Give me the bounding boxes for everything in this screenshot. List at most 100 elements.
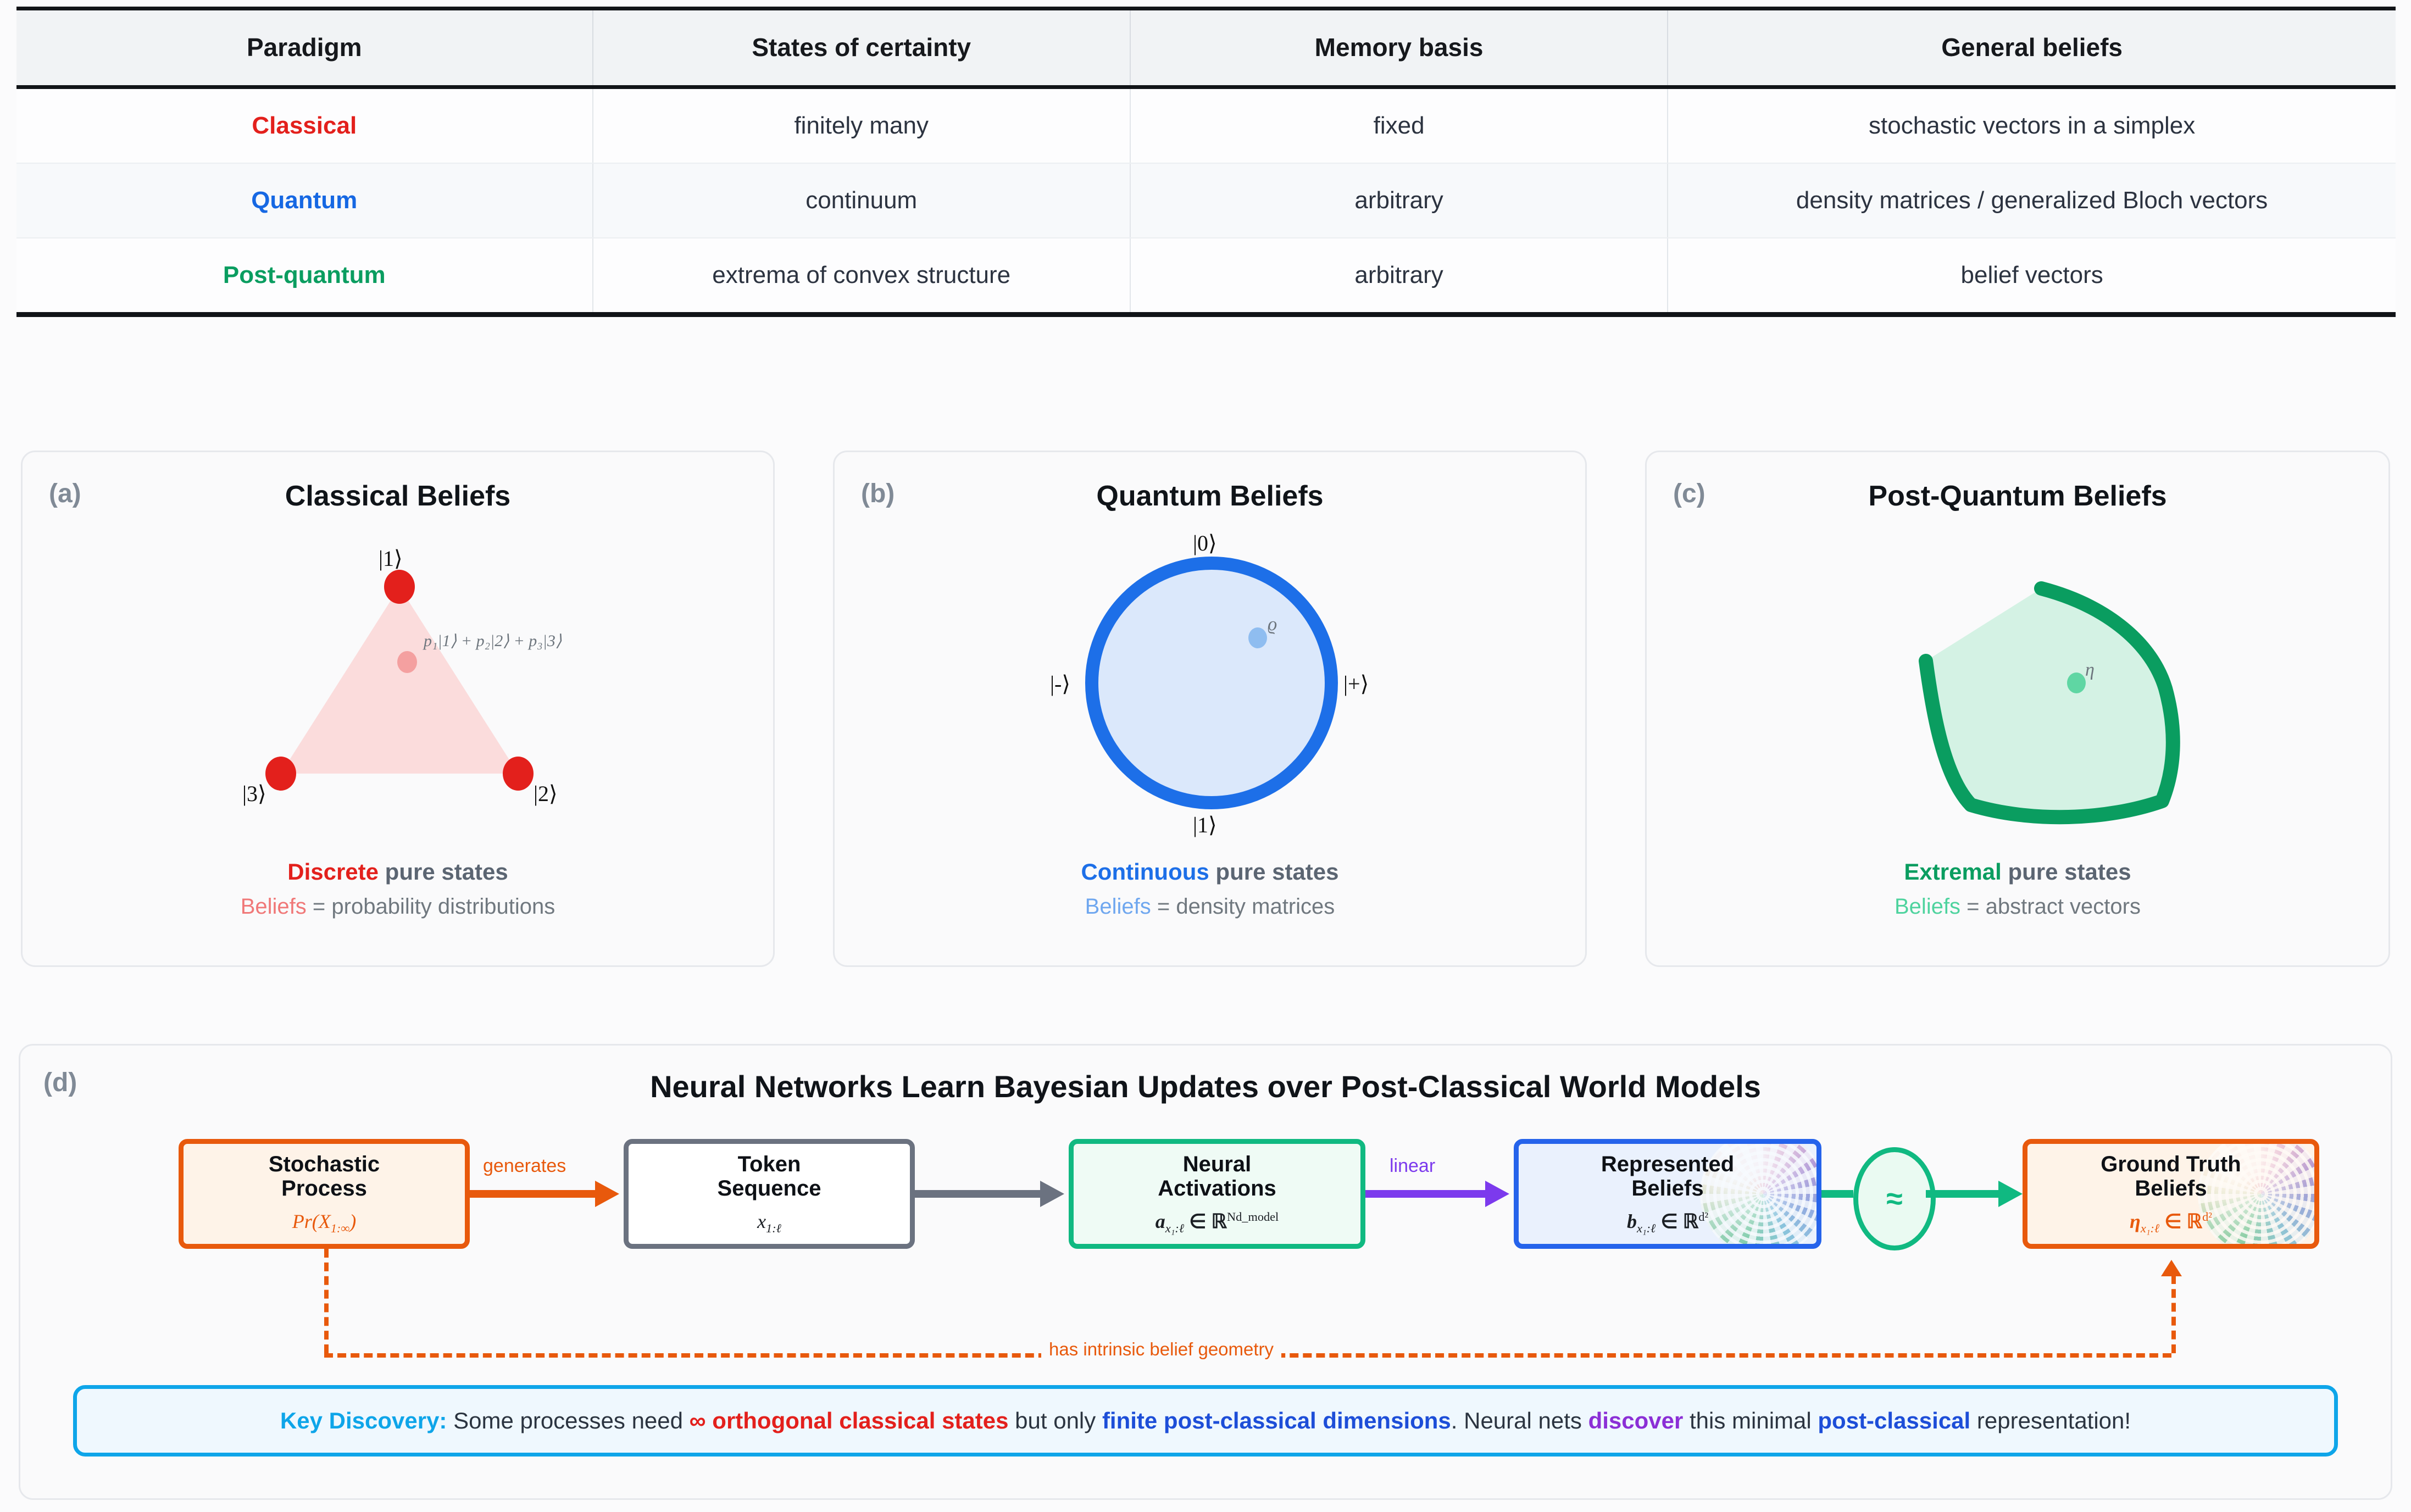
convex-body-svg [1919, 581, 2180, 825]
convex-body-figure: η [1647, 524, 2388, 853]
feedback-arrow-head [2161, 1260, 2182, 1276]
column-header-general-beliefs: General beliefs [1668, 8, 2396, 89]
paradigm-comparison-table: Paradigm States of certainty Memory basi… [16, 7, 2396, 317]
feedback-dash-left [324, 1249, 329, 1353]
bloch-disc-svg [1085, 557, 1338, 809]
cell-memory-post-quantum: arbitrary [1130, 238, 1669, 315]
node-stochastic-math: Pr(X1:∞) [292, 1210, 357, 1236]
panel-post-quantum-beliefs: (c) Post-Quantum Beliefs η Extremal pure… [1645, 451, 2390, 967]
vertex-dot-2 [503, 757, 534, 791]
panel-a-caption2-highlight: Beliefs [240, 894, 307, 919]
panel-a-caption-secondary: Beliefs = probability distributions [23, 894, 773, 919]
cell-beliefs-quantum: density matrices / generalized Bloch vec… [1668, 163, 2396, 238]
feedback-label: has intrinsic belief geometry [1041, 1339, 1282, 1360]
convex-body-outline [1919, 581, 2180, 825]
bloch-disc [1085, 557, 1338, 809]
convex-body-fill [1926, 588, 2173, 818]
key-seg-5: . Neural nets [1451, 1408, 1588, 1433]
panel-b-tag: (b) [861, 479, 895, 508]
ket-label-plus: |+⟩ [1343, 671, 1369, 696]
cell-memory-quantum: arbitrary [1130, 163, 1669, 238]
key-discovery-label: Key Discovery: [280, 1408, 447, 1433]
panel-quantum-beliefs: (b) Quantum Beliefs |0⟩ |1⟩ |-⟩ |+⟩ ϱ Co… [833, 451, 1587, 967]
panel-c-caption-secondary: Beliefs = abstract vectors [1647, 894, 2388, 919]
panel-a-caption-rest: pure states [379, 859, 508, 885]
cell-paradigm-post-quantum: Post-quantum [16, 238, 593, 315]
key-seg-3: but only [1008, 1408, 1102, 1433]
table-header-row: Paradigm States of certainty Memory basi… [16, 8, 2396, 89]
panel-a-tag: (a) [49, 479, 81, 508]
panel-b-caption-secondary: Beliefs = density matrices [835, 894, 1585, 919]
key-seg-finite-dims: finite post-classical dimensions [1102, 1408, 1451, 1433]
node-represented-math: bx₁:ℓ ∈ ℝd² [1626, 1210, 1709, 1236]
key-seg-post-classical: post-classical [1818, 1408, 1971, 1433]
key-seg-discover: discover [1588, 1408, 1684, 1433]
interior-belief-point [397, 651, 417, 673]
panel-a-caption-primary: Discrete pure states [23, 859, 773, 885]
table-row: Classical finitely many fixed stochastic… [16, 87, 2396, 164]
node-token-math: x1:ℓ [757, 1210, 781, 1236]
eta-state-point [2067, 672, 2086, 693]
node-ground-truth-math: ηx₁:ℓ ∈ ℝd² [2130, 1210, 2212, 1236]
key-discovery-box: Key Discovery: Some processes need ∞ ort… [73, 1385, 2338, 1457]
rho-point-label: ϱ [1268, 614, 1277, 635]
ket-label-1: |1⟩ [379, 546, 403, 571]
panel-b-caption2-rest: = density matrices [1151, 894, 1335, 919]
arrow-label-generates: generates [483, 1155, 566, 1176]
cell-paradigm-classical: Classical [16, 87, 593, 164]
panel-c-caption2-rest: = abstract vectors [1960, 894, 2141, 919]
simplex-svg [265, 570, 534, 791]
belief-geometry-panels: (a) Classical Beliefs |1⟩ |2⟩ |3⟩ p₁|1⟩ … [0, 451, 2411, 978]
panel-a-title: Classical Beliefs [285, 480, 511, 512]
density-state-point [1248, 627, 1267, 648]
cell-memory-classical: fixed [1130, 87, 1669, 164]
bloch-disc-figure: |0⟩ |1⟩ |-⟩ |+⟩ ϱ [835, 524, 1585, 853]
table-row: Post-quantum extrema of convex structure… [16, 238, 2396, 315]
panel-c-title: Post-Quantum Beliefs [1868, 480, 2167, 512]
panel-d-tag: (d) [43, 1068, 77, 1097]
cell-beliefs-post-quantum: belief vectors [1668, 238, 2396, 315]
panel-a-caption2-rest: = probability distributions [306, 894, 555, 919]
feedback-dash-right [2171, 1275, 2176, 1353]
column-header-states-of-certainty: States of certainty [592, 8, 1131, 89]
table-body: Classical finitely many fixed stochastic… [16, 87, 2396, 315]
vertex-dot-3 [265, 757, 296, 791]
simplex-figure: |1⟩ |2⟩ |3⟩ p₁|1⟩ + p₂|2⟩ + p₃|3⟩ [23, 524, 773, 853]
key-seg-7: this minimal [1683, 1408, 1818, 1433]
panel-b-caption-primary: Continuous pure states [835, 859, 1585, 885]
panel-b-title: Quantum Beliefs [1096, 480, 1324, 512]
panel-a-caption-highlight: Discrete [287, 859, 379, 885]
panel-c-tag: (c) [1673, 479, 1706, 508]
vertex-dot-1 [384, 570, 415, 604]
panel-c-caption-rest: pure states [2001, 859, 2131, 885]
mixture-formula-label: p₁|1⟩ + p₂|2⟩ + p₃|3⟩ [424, 632, 562, 650]
panel-classical-beliefs: (a) Classical Beliefs |1⟩ |2⟩ |3⟩ p₁|1⟩ … [21, 451, 775, 967]
table-header: Paradigm States of certainty Memory basi… [16, 8, 2396, 89]
cell-states-post-quantum: extrema of convex structure [592, 238, 1131, 315]
cell-beliefs-classical: stochastic vectors in a simplex [1668, 87, 2396, 164]
panel-b-caption-highlight: Continuous [1081, 859, 1209, 885]
key-seg-9: representation! [1970, 1408, 2131, 1433]
arrow-label-linear: linear [1390, 1155, 1436, 1176]
key-seg-orthogonal: ∞ orthogonal classical states [689, 1408, 1009, 1433]
cell-paradigm-quantum: Quantum [16, 163, 593, 238]
panel-b-caption-rest: pure states [1209, 859, 1339, 885]
panel-b-caption2-highlight: Beliefs [1085, 894, 1151, 919]
approx-symbol: ≈ [1886, 1182, 1903, 1215]
table-row: Quantum continuum arbitrary density matr… [16, 163, 2396, 238]
approximately-equal-badge: ≈ [1853, 1147, 1936, 1250]
panel-c-caption-primary: Extremal pure states [1647, 859, 2388, 885]
cell-states-quantum: continuum [592, 163, 1131, 238]
panel-c-caption-highlight: Extremal [1904, 859, 2002, 885]
